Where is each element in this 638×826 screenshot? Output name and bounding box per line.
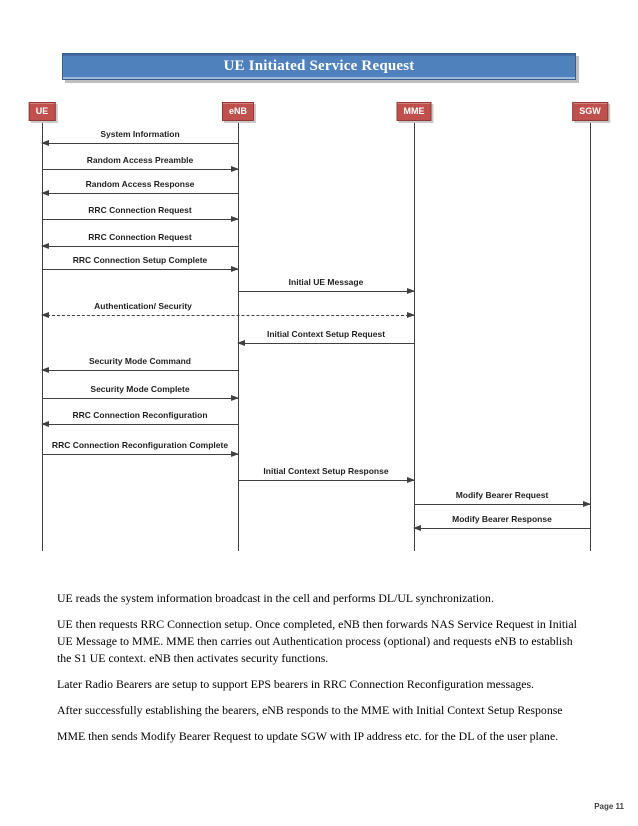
note-paragraph: MME then sends Modify Bearer Request to … <box>57 729 559 743</box>
note-paragraph: Later Radio Bearers are setup to support… <box>57 677 535 691</box>
arrowhead-right <box>407 477 415 483</box>
message-label: Security Mode Complete <box>90 384 190 394</box>
arrowhead-right <box>583 501 591 507</box>
message-label: System Information <box>100 129 180 139</box>
notes-section: UE reads the system information broadcas… <box>57 590 587 754</box>
message-arrow <box>41 140 238 146</box>
message-arrow <box>414 501 591 507</box>
message-arrow <box>41 367 238 373</box>
actor-SGW: SGW <box>572 102 608 121</box>
arrowhead-left <box>41 421 49 427</box>
message-arrow <box>41 312 415 318</box>
arrowhead-left <box>41 312 49 318</box>
lifeline-SGW <box>590 121 591 551</box>
arrowhead-right <box>231 395 239 401</box>
message-label: Initial Context Setup Request <box>266 329 386 339</box>
message-arrow <box>42 216 239 222</box>
message-label: Modify Bearer Response <box>452 514 552 524</box>
arrowhead-left <box>413 525 421 531</box>
diagram-title-bar: UE Initiated Service Request <box>62 53 576 80</box>
message-arrow <box>41 421 238 427</box>
arrowhead-right <box>231 166 239 172</box>
message-arrow <box>42 266 239 272</box>
message-label: RRC Connection Reconfiguration <box>72 410 208 420</box>
lifeline-UE <box>42 121 43 551</box>
diagram-title: UE Initiated Service Request <box>223 58 415 74</box>
arrowhead-right <box>231 216 239 222</box>
actor-MME: MME <box>396 102 432 121</box>
arrowhead-left <box>237 340 245 346</box>
message-arrow <box>42 166 239 172</box>
actor-UE: UE <box>28 102 56 121</box>
message-arrow <box>238 477 415 483</box>
message-arrow <box>41 243 238 249</box>
arrowhead-right <box>407 288 415 294</box>
message-arrow <box>238 288 415 294</box>
note-paragraph: After successfully establishing the bear… <box>57 703 563 717</box>
lifeline-MME <box>414 121 415 551</box>
actor-eNB: eNB <box>221 102 255 121</box>
message-label: Security Mode Command <box>88 356 192 366</box>
message-arrow <box>42 395 239 401</box>
message-label: Random Access Preamble <box>86 155 194 165</box>
message-label: RRC Connection Request <box>88 205 192 215</box>
arrowhead-right <box>407 312 415 318</box>
message-label: RRC Connection Reconfiguration Complete <box>51 440 229 450</box>
message-arrow <box>237 340 414 346</box>
message-arrow <box>42 451 239 457</box>
message-arrow <box>41 190 238 196</box>
message-arrow <box>413 525 590 531</box>
message-label: Random Access Response <box>85 179 195 189</box>
arrowhead-left <box>41 140 49 146</box>
message-label: Authentication/ Security <box>94 301 192 311</box>
arrowhead-left <box>41 243 49 249</box>
arrowhead-left <box>41 367 49 373</box>
note-paragraph: UE reads the system information broadcas… <box>57 591 494 605</box>
message-label: RRC Connection Setup Complete <box>72 255 208 265</box>
arrowhead-left <box>41 190 49 196</box>
message-label: Initial UE Message <box>288 277 364 287</box>
lifeline-eNB <box>238 121 239 551</box>
page-number: Page 11 <box>594 802 624 811</box>
note-paragraph: UE then requests RRC Connection setup. O… <box>57 617 577 665</box>
message-label: RRC Connection Request <box>88 232 192 242</box>
message-label: Initial Context Setup Response <box>263 466 389 476</box>
arrowhead-right <box>231 451 239 457</box>
arrowhead-right <box>231 266 239 272</box>
message-label: Modify Bearer Request <box>455 490 549 500</box>
